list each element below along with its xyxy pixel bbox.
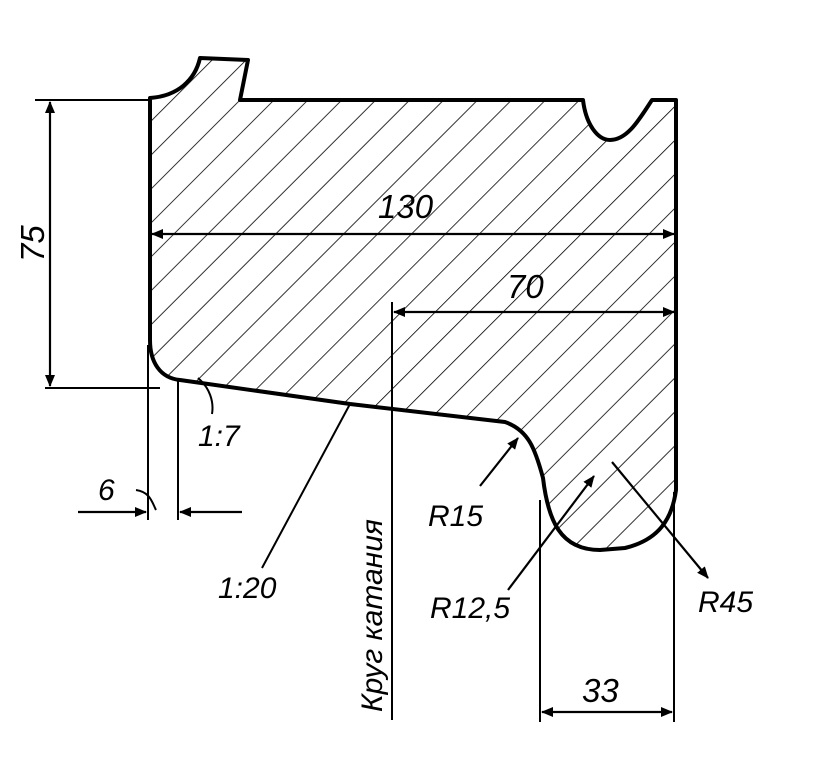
profile-section <box>148 56 678 552</box>
r45-label: R45 <box>698 586 753 619</box>
r45-leader <box>611 461 709 579</box>
r12-5-label: R12,5 <box>430 592 510 625</box>
r15-label: R15 <box>428 500 483 533</box>
taper-1-7-leader <box>197 377 214 415</box>
dim-33-label: 33 <box>582 672 619 709</box>
taper-1-20-leader <box>261 403 351 569</box>
r12-5-leader <box>507 475 595 591</box>
dim-6-leader <box>135 489 157 511</box>
taper-1-7-label: 1:7 <box>198 420 241 453</box>
dim-6-label: 6 <box>98 474 115 507</box>
dim-70-label: 70 <box>507 268 544 305</box>
taper-1-20-label: 1:20 <box>218 572 277 605</box>
rolling-circle-label: Круг катания <box>356 519 389 712</box>
dim-130-label: 130 <box>378 188 434 225</box>
dim-75-label: 75 <box>14 225 51 262</box>
r15-leader <box>479 437 519 487</box>
